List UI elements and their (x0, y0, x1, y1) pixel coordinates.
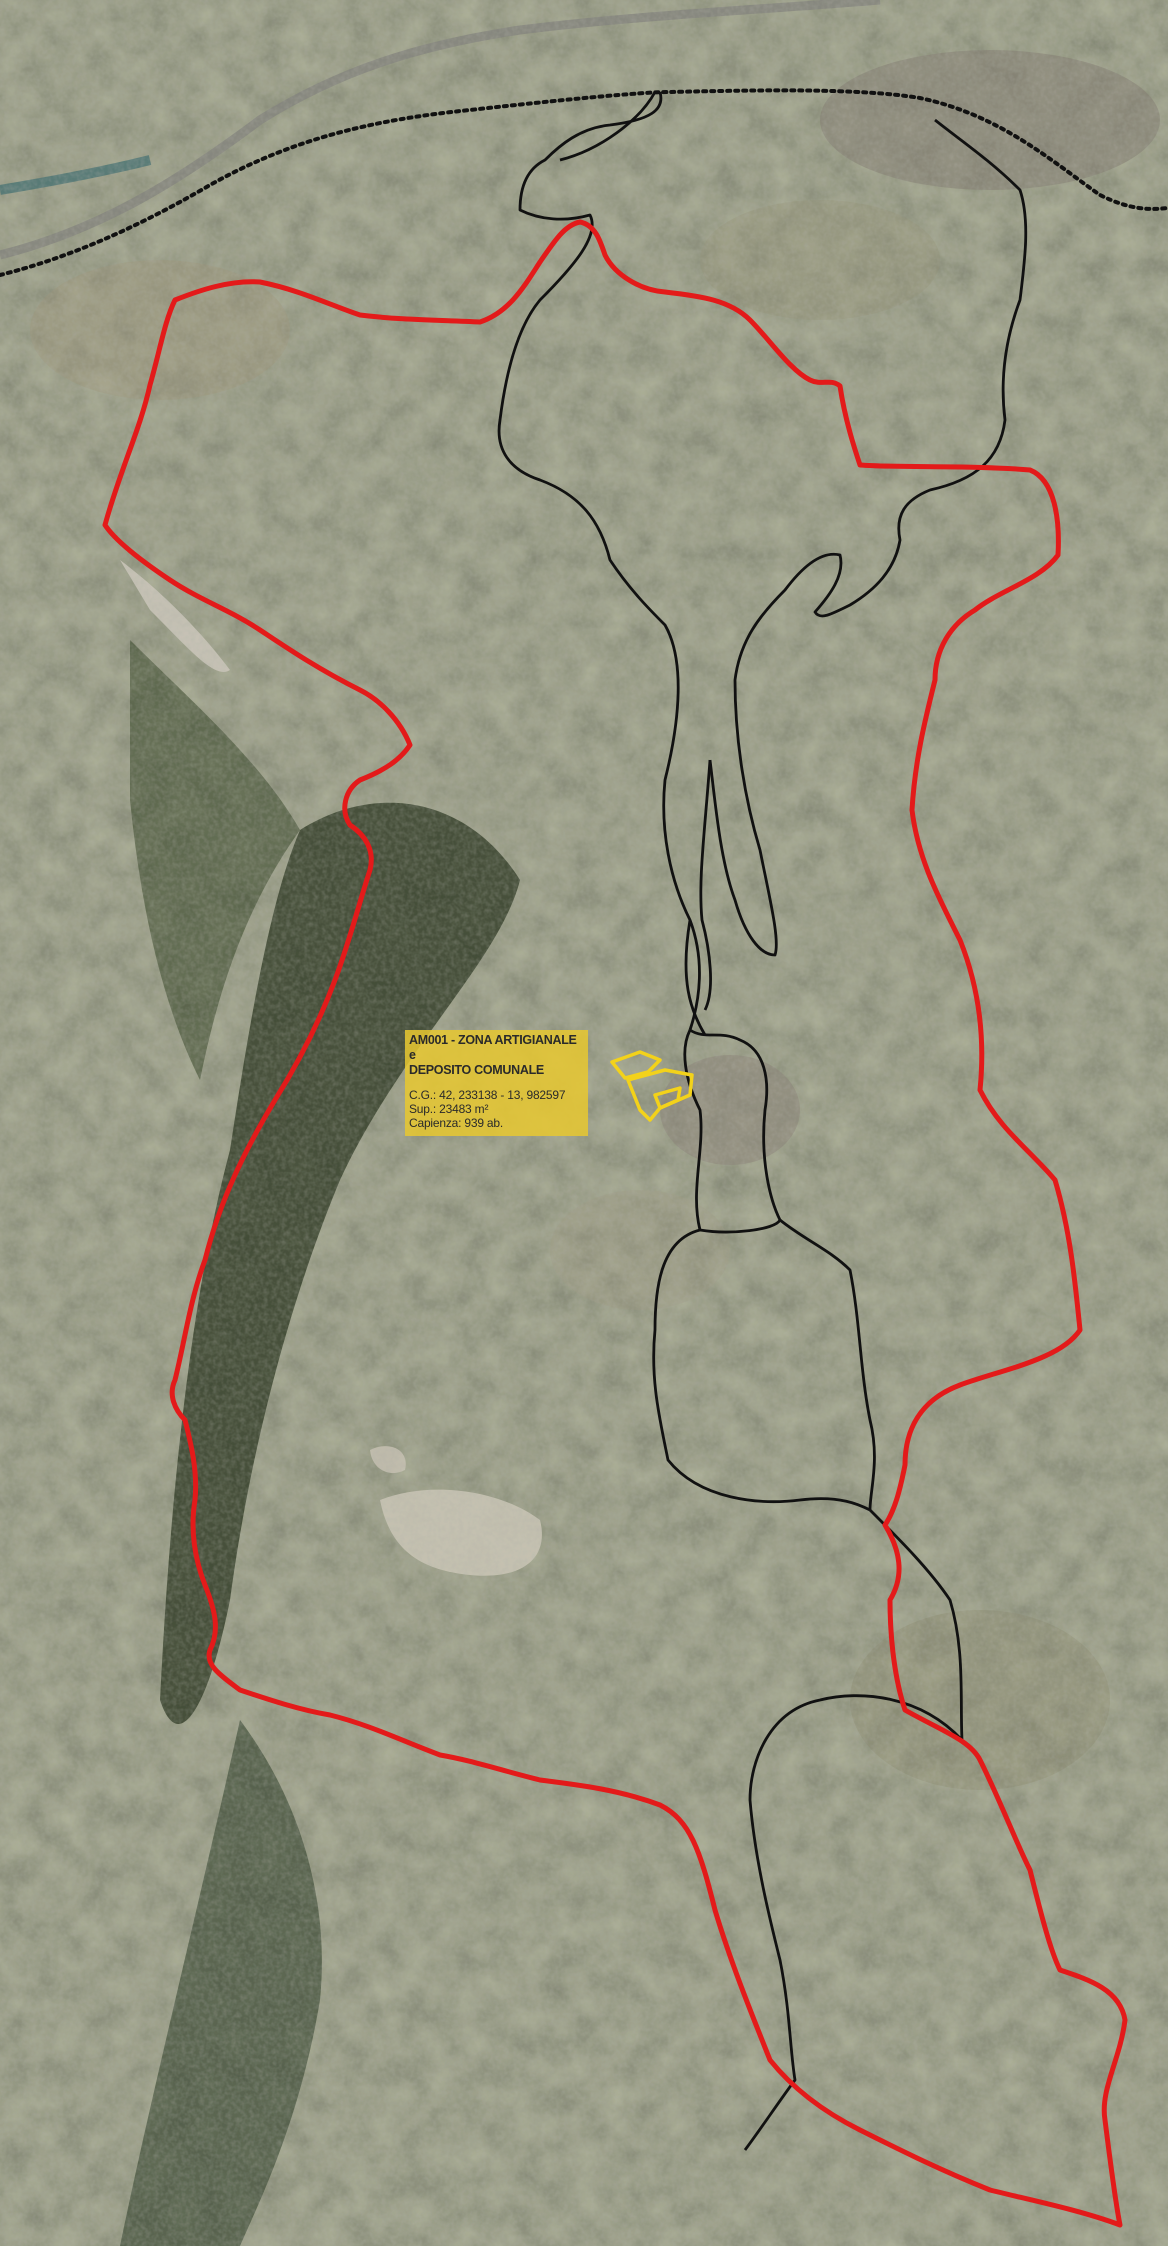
site-label: AM001 - ZONA ARTIGIANALE e DEPOSITO COMU… (405, 1030, 588, 1136)
municipal-boundary (102, 219, 1128, 2228)
site-label-area: Sup.: 23483 m² (409, 1102, 489, 1116)
site-label-title-line1: AM001 - ZONA ARTIGIANALE e (409, 1033, 577, 1062)
site-label-coordinates: C.G.: 42, 233138 - 13, 982597 (409, 1088, 566, 1102)
railway-line (0, 88, 1168, 277)
site-label-capacity: Capienza: 939 ab. (409, 1116, 504, 1130)
site-label-title-line2: DEPOSITO COMUNALE (409, 1063, 544, 1077)
site-polygon (610, 1050, 694, 1122)
route-line (497, 91, 1028, 2151)
